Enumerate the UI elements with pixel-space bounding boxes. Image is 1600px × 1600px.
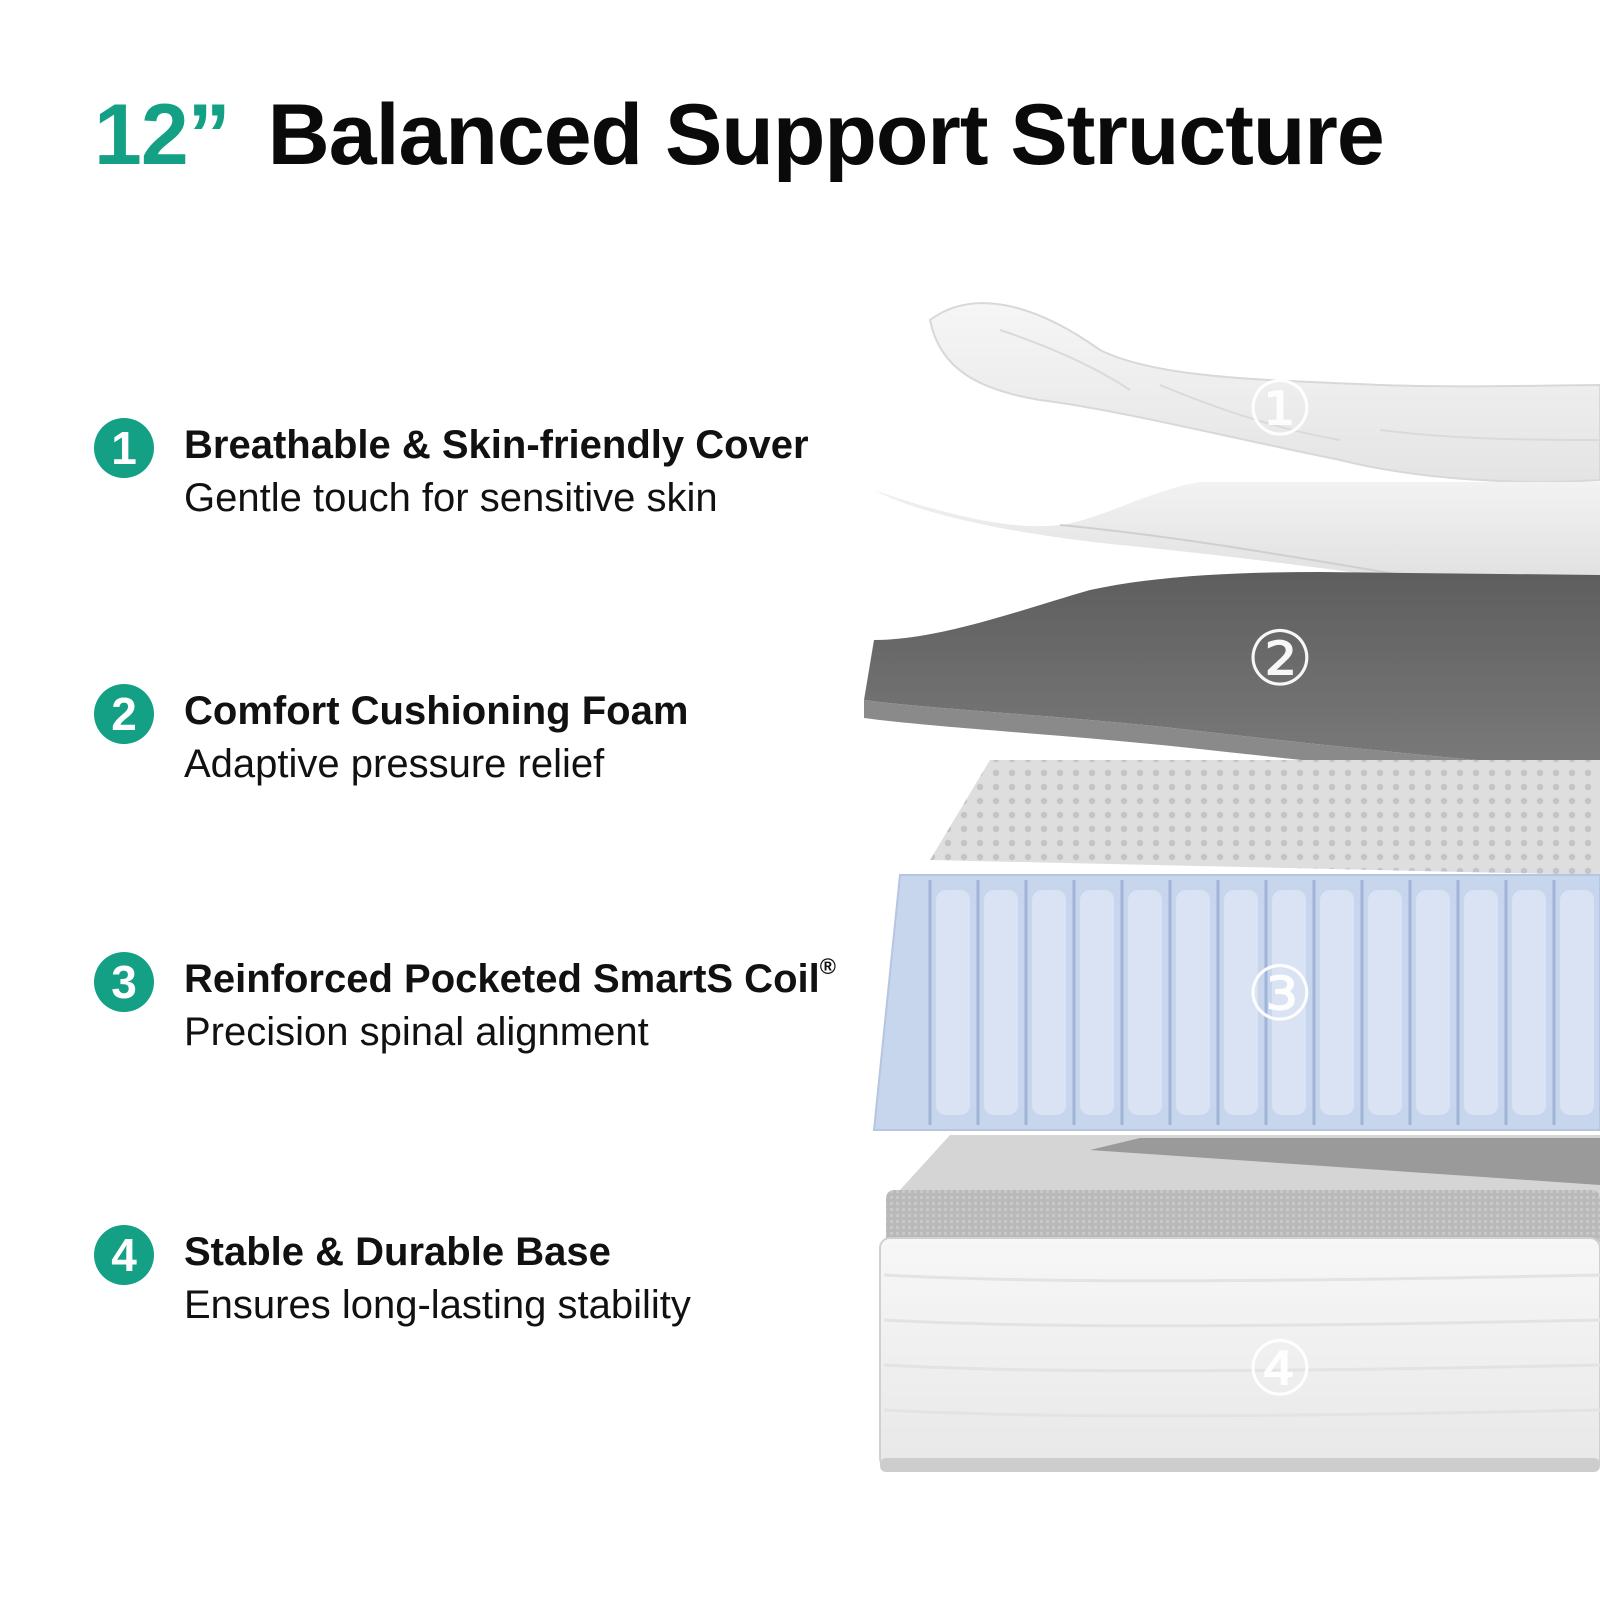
feature-coil: 3 Reinforced Pocketed SmartS Coil® Preci… — [94, 952, 874, 1062]
number-badge-4: 4 — [94, 1225, 154, 1285]
number-badge-1: 1 — [94, 418, 154, 478]
feature-cover: 1 Breathable & Skin-friendly Cover Gentl… — [94, 418, 874, 528]
feature-subtitle-coil: Precision spinal alignment — [184, 1010, 649, 1054]
registered-mark: ® — [819, 953, 836, 979]
feature-title-coil: Reinforced Pocketed SmartS Coil® — [184, 953, 836, 1002]
mattress-layers-graphic: ① ② ③ ④ — [864, 302, 1600, 1472]
cover-layer-graphic — [928, 302, 1600, 483]
mattress-layers-illustration: ① ② ③ ④ — [860, 290, 1600, 1520]
feature-title-base: Stable & Durable Base — [184, 1230, 611, 1274]
page-title: Balanced Support Structure — [267, 87, 1385, 183]
feature-base: 4 Stable & Durable Base Ensures long-las… — [94, 1225, 874, 1335]
coil-pocket-lines — [928, 880, 1556, 1125]
feature-title-cover: Breathable & Skin-friendly Cover — [184, 423, 809, 467]
feature-subtitle-cover: Gentle touch for sensitive skin — [184, 476, 718, 520]
number-badge-2: 2 — [94, 684, 154, 744]
layer-marker-1: ① — [1246, 364, 1314, 453]
pocketed-coil-layer-graphic — [872, 760, 1600, 1131]
layer-marker-2: ② — [1246, 614, 1314, 703]
base-layer-graphic — [879, 1135, 1600, 1472]
feature-title-comfort-foam: Comfort Cushioning Foam — [184, 689, 689, 733]
feature-subtitle-base: Ensures long-lasting stability — [184, 1283, 691, 1327]
page-headline: 12”Balanced Support Structure — [94, 92, 1385, 178]
layer-marker-4: ④ — [1246, 1324, 1314, 1413]
comfort-foam-layer-graphic — [864, 572, 1600, 788]
feature-title-coil-text: Reinforced Pocketed SmartS Coil — [184, 957, 820, 1001]
number-badge-3: 3 — [94, 952, 154, 1012]
layer-marker-3: ③ — [1246, 949, 1314, 1038]
feature-subtitle-comfort-foam: Adaptive pressure relief — [184, 742, 605, 786]
feature-comfort-foam: 2 Comfort Cushioning Foam Adaptive press… — [94, 684, 874, 794]
mattress-height-label: 12” — [94, 87, 231, 183]
